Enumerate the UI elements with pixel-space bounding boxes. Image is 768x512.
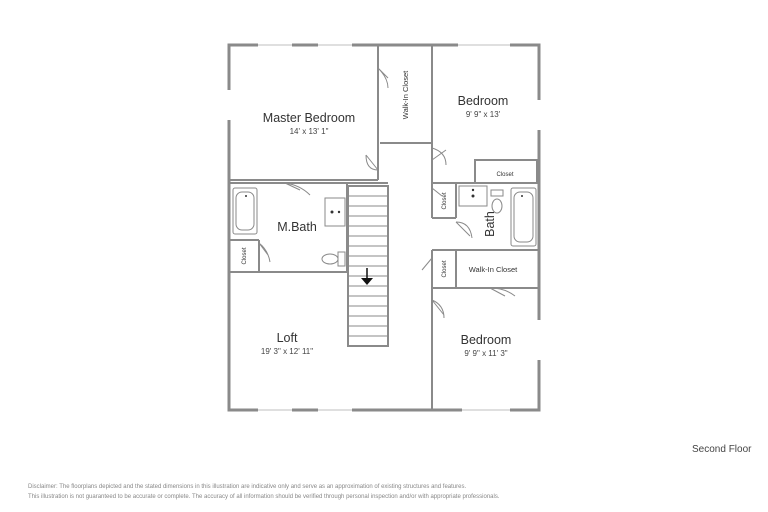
bedroom-top-label: Bedroom — [458, 94, 509, 108]
door — [431, 187, 443, 197]
door — [284, 182, 311, 196]
floor-label: Second Floor — [692, 444, 752, 455]
closet-hall-lower-label: Closet — [442, 260, 448, 277]
bath-label: Bath — [483, 211, 497, 237]
toilet — [321, 253, 339, 265]
bathtub — [510, 187, 537, 247]
door — [455, 221, 473, 239]
walk-in-closet-right-label: Walk-In Closet — [469, 265, 518, 274]
disclaimer-line: Disclaimer: The floorplans depicted and … — [28, 484, 467, 490]
master-bedroom-label: Master Bedroom — [263, 111, 355, 125]
sink — [324, 197, 346, 227]
walk-in-closet-top-label: Walk-In Closet — [401, 70, 410, 119]
bedroom-bottom-dims: 9' 9" x 11' 3" — [464, 349, 507, 358]
bedroom-top-dims: 9' 9" x 13' — [466, 110, 501, 119]
disclaimer: Disclaimer: The floorplans depicted and … — [28, 482, 500, 502]
sink — [458, 185, 488, 207]
bathtub — [232, 187, 258, 235]
closet-mbath-label: Closet — [242, 247, 248, 264]
master-bedroom-dims: 14' x 13' 1" — [290, 127, 329, 136]
exterior-wall — [227, 43, 541, 412]
door — [365, 154, 379, 171]
m-bath-label: M.Bath — [277, 220, 317, 234]
toilet — [491, 198, 503, 214]
door — [431, 147, 447, 166]
closet-hall-label: Closet — [442, 192, 448, 209]
closet-box — [474, 159, 538, 184]
stair-down-arrow-icon — [361, 268, 373, 285]
door — [258, 242, 271, 263]
disclaimer-line: This illustration is not guaranteed to b… — [28, 494, 500, 500]
door — [431, 299, 445, 319]
door — [377, 67, 389, 89]
loft-label: Loft — [277, 331, 298, 345]
bedroom-bottom-label: Bedroom — [461, 333, 512, 347]
door — [489, 287, 516, 297]
loft-dims: 19' 3" x 12' 11" — [261, 347, 313, 356]
closet-top-right-label: Closet — [496, 172, 513, 178]
door — [421, 257, 433, 271]
